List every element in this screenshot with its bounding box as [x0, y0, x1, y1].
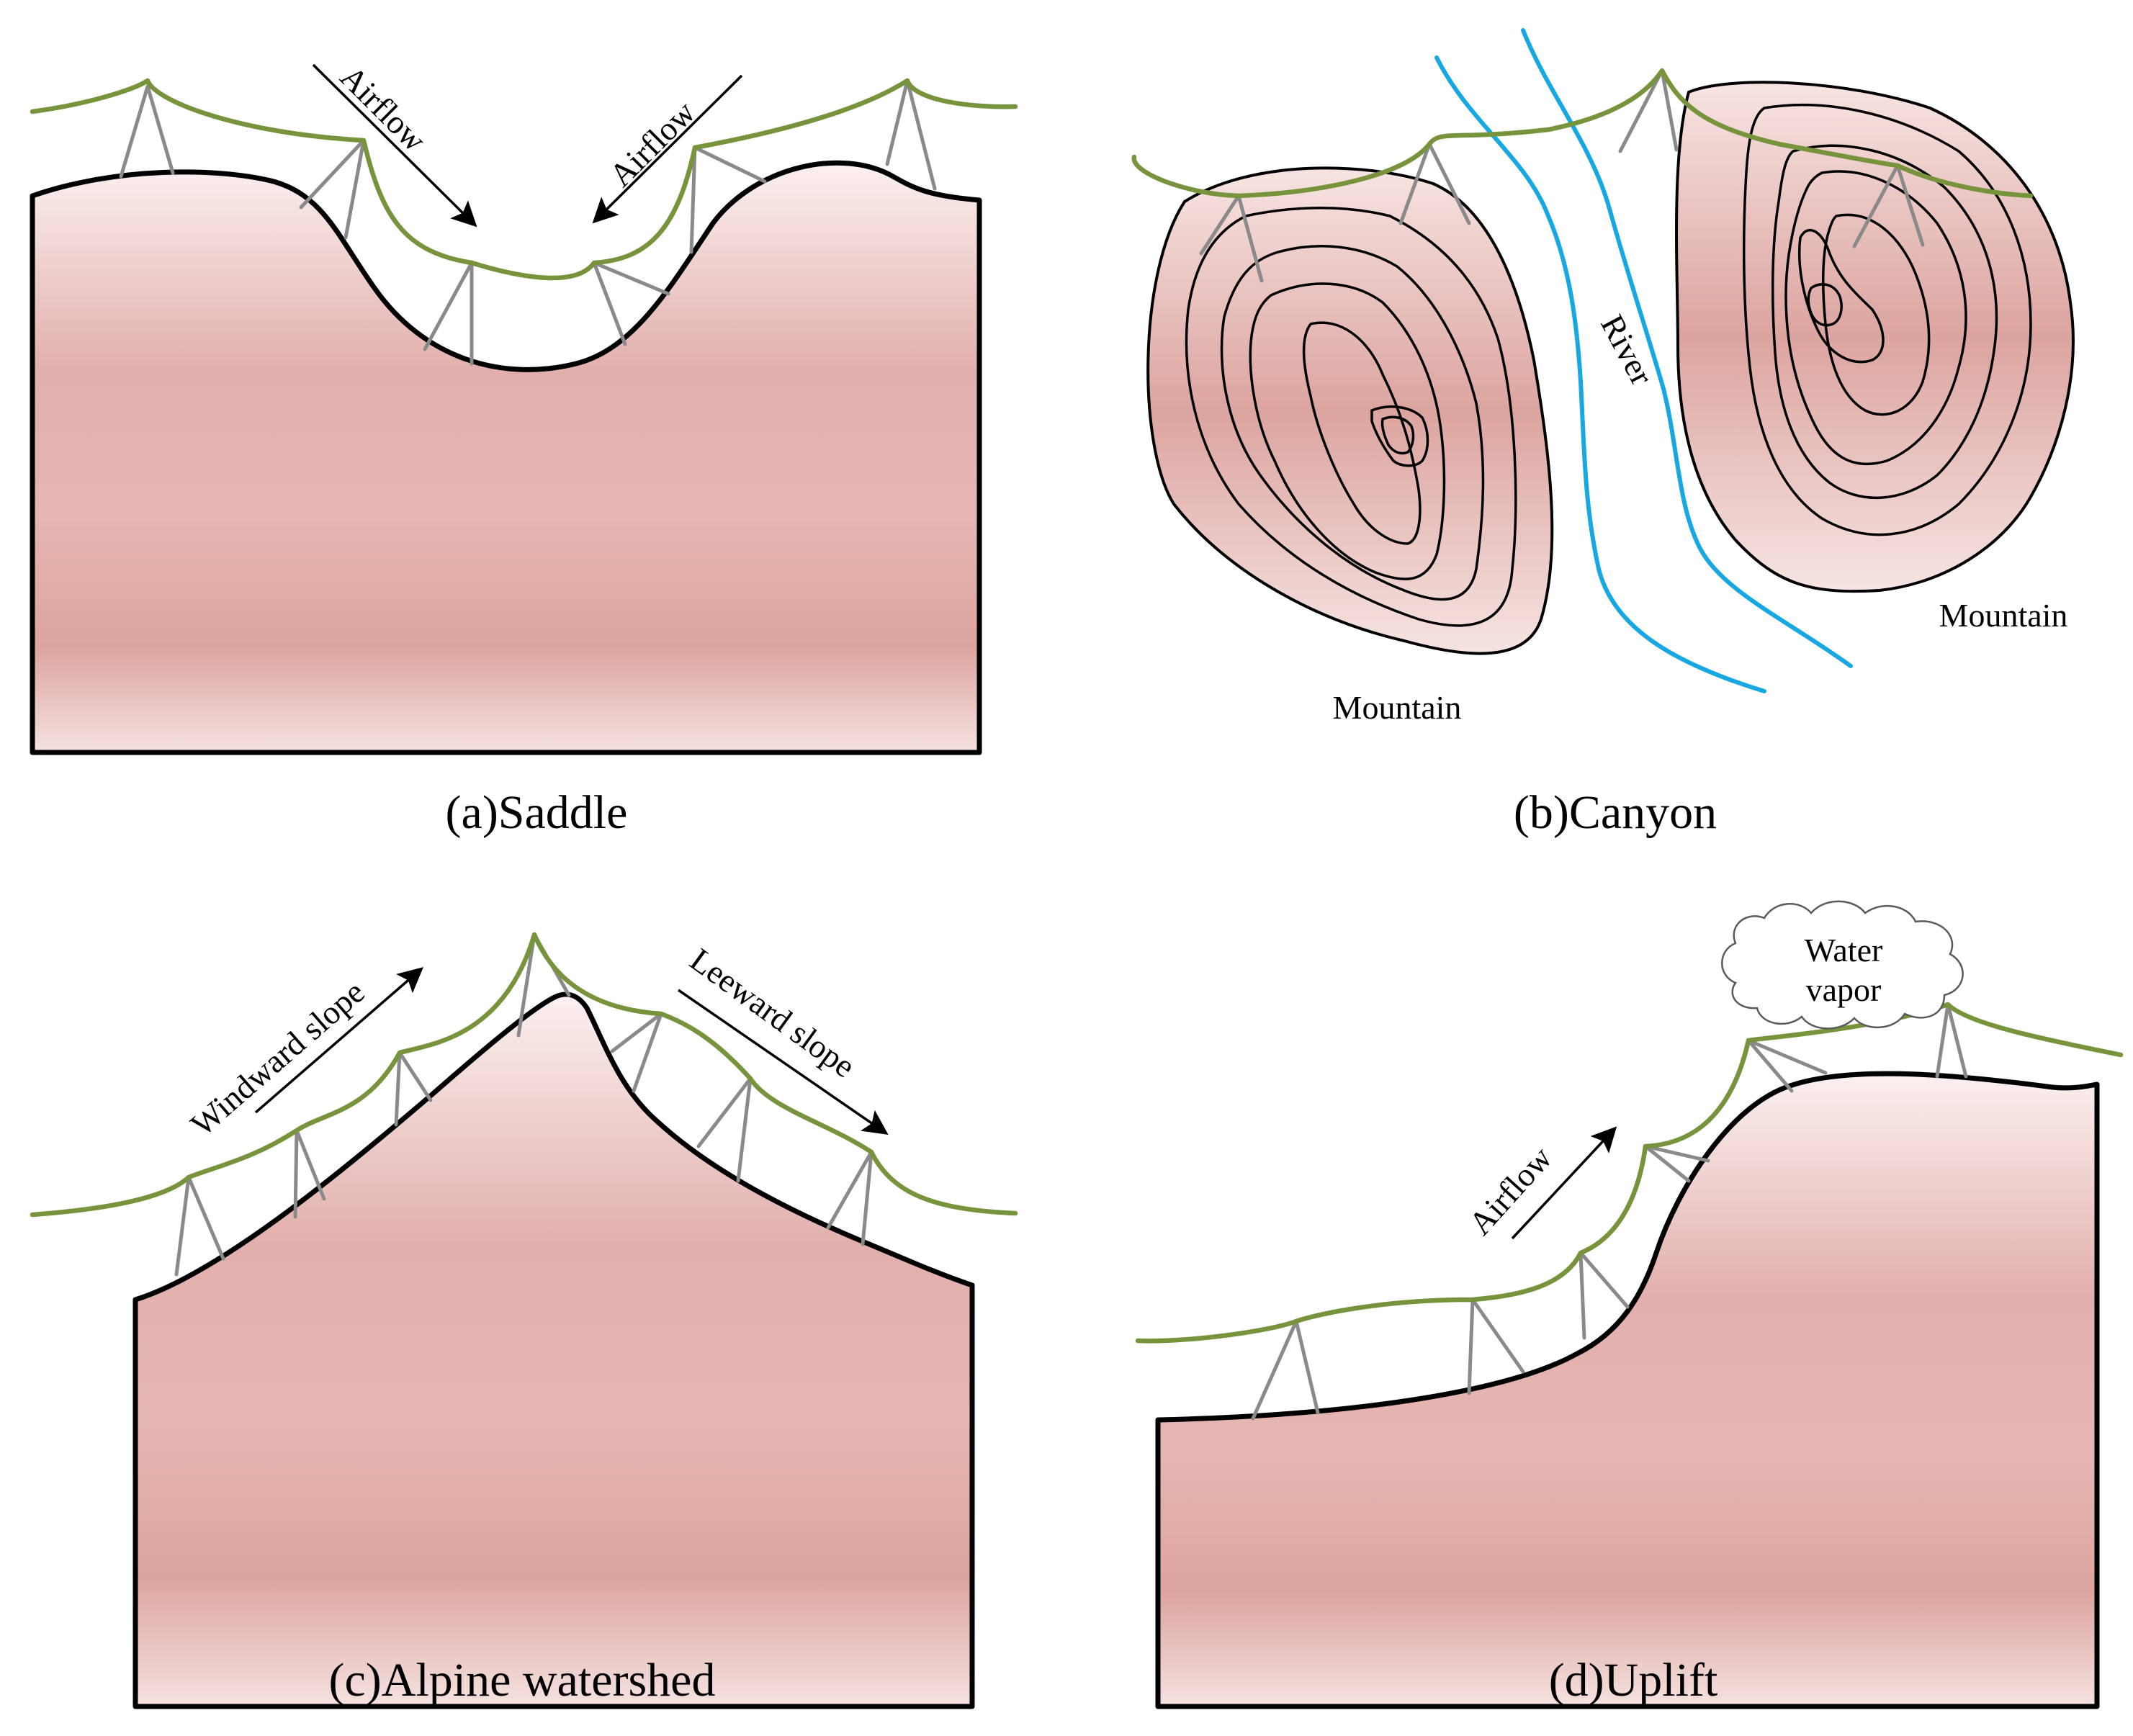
alpine-caption: (c)Alpine watershed — [329, 1654, 716, 1706]
uplift-terrain — [1155, 1071, 2100, 1709]
saddle-caption: (a)Saddle — [446, 786, 628, 839]
windward-slope-label: Windward slope — [184, 973, 372, 1143]
uplift-towers — [1251, 1002, 1968, 1421]
panel-uplift: Water vapor Airflow (d)Uplift — [1135, 900, 2124, 1709]
canyon-contours-right — [1742, 103, 2032, 536]
water-vapor-cloud-icon — [1721, 900, 1964, 1030]
water-vapor-label-line2: vapor — [1806, 971, 1882, 1008]
uplift-caption: (d)Uplift — [1549, 1654, 1718, 1706]
canyon-mountain-right — [1675, 81, 2075, 593]
canyon-mountain-left — [1146, 166, 1554, 655]
saddle-power-line — [30, 78, 1018, 281]
canyon-river-left-bank — [1434, 55, 1766, 693]
canyon-contours-left — [1185, 207, 1517, 627]
alpine-terrain — [133, 991, 975, 1709]
canyon-mountain-label-right: Mountain — [1939, 597, 2068, 634]
alpine-towers — [174, 932, 874, 1277]
canyon-caption: (b)Canyon — [1514, 786, 1717, 839]
panel-canyon: River Mountain Mountain (b)Canyon — [1131, 28, 2075, 839]
panel-saddle: Airflow Airflow (a)Saddle — [30, 58, 1018, 839]
panel-alpine-watershed: Windward slope Leeward slope (c)Alpine w… — [30, 932, 1018, 1709]
uplift-airflow-label: Airflow — [1462, 1139, 1560, 1242]
water-vapor-label-line1: Water — [1805, 932, 1883, 968]
saddle-terrain — [30, 160, 982, 755]
saddle-towers — [119, 78, 937, 366]
saddle-airflow-label-left: Airflow — [333, 58, 434, 159]
alpine-power-line — [30, 932, 1018, 1218]
canyon-power-line — [1131, 68, 2034, 199]
canyon-towers — [1199, 68, 1925, 283]
canyon-mountain-label-left: Mountain — [1333, 689, 1462, 726]
canyon-river-right-bank — [1521, 28, 1853, 668]
